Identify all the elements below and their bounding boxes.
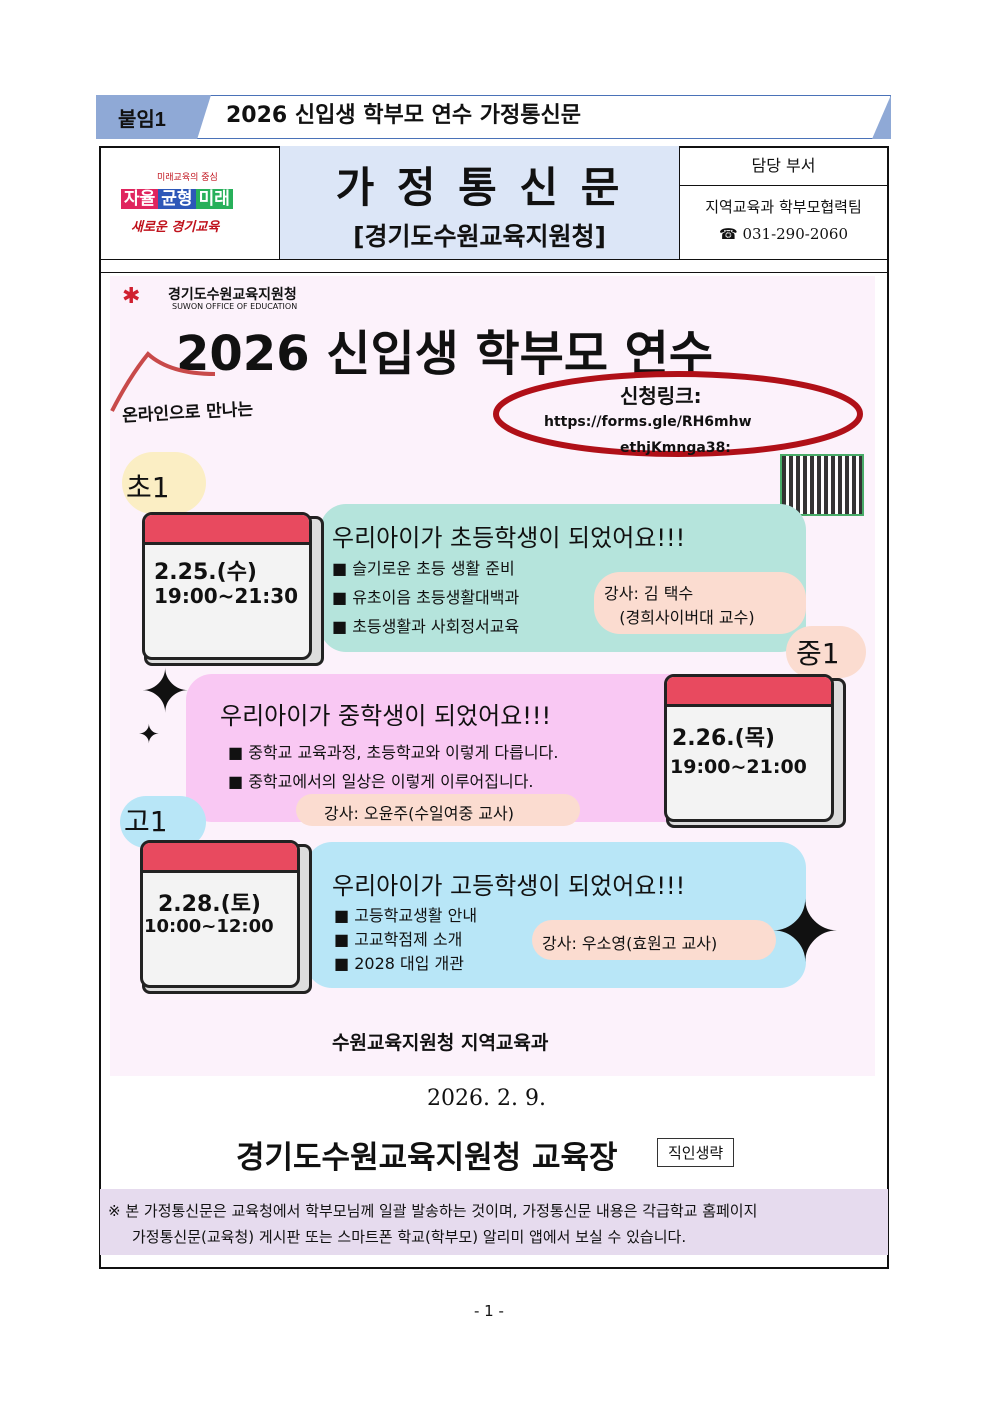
session-time: 10:00~12:00 [144,916,274,937]
attachment-tag: 붙임1 [96,95,211,139]
session-badge: 초1 [126,471,170,504]
session-time: 19:00~21:00 [670,756,807,778]
speaker: 강사: 우소영(효원고 교사) [542,934,718,953]
signer: 경기도수원교육지원청 교육장 [236,1140,618,1176]
poster-title: 2026 신입생 학부모 연수 [176,326,714,382]
logo-word: 균형 [158,189,196,209]
speaker-pill [532,920,776,960]
link-label: 신청링크: [620,384,702,408]
calendar-icon: 2.26.(목) 19:00~21:00 [632,666,846,828]
sparkle-icon: ✦ [138,720,160,750]
issue-date: 2026. 2. 9. [427,1086,546,1111]
badge-bg [120,796,206,848]
notice-line: 가정통신문(교육청) 게시판 또는 스마트폰 학교(학부모) 알리미 앱에서 보… [132,1228,687,1246]
session-items: ■ 고등학교생활 안내■ 고교학점제 소개■ 2028 대입 개관 [334,906,478,973]
org-name: 경기도수원교육지원청 [168,287,297,303]
session-badge: 중1 [796,637,840,670]
session-date: 2.26.(목) [672,726,775,751]
badge-bg [122,452,206,514]
logo-word: 자율 [121,189,159,209]
qr-code[interactable] [780,454,864,516]
poster-intro: 온라인으로 만나는 [121,399,254,427]
title-cell: 가 정 통 신 문 [경기도수원교육지원청] [280,146,680,259]
divider [99,272,889,273]
letter-title: 가 정 통 신 문 [335,163,624,212]
logo-word: 미래 [195,189,233,209]
dept-name: 지역교육과 학부모협력팀 [705,198,862,216]
session-time: 19:00~21:30 [154,584,299,608]
phone-icon: ☎ [718,225,743,243]
letter-subtitle: [경기도수원교육지원청] [353,222,606,251]
session-date: 2.25.(수) [154,560,257,585]
sparkle-icon: ✦ [770,883,841,981]
poster: ✱ 경기도수원교육지원청 SUWON OFFICE OF EDUCATION 2… [110,276,875,1076]
poster-footer: 수원교육지원청 지역교육과 [332,1032,549,1054]
link-circle [493,371,863,457]
dept-label: 담당 부서 [680,146,887,186]
session-heading: 우리아이가 초등학생이 되었어요!!! [332,524,686,552]
attachment-banner [96,95,891,139]
session-items: ■ 중학교 교육과정, 초등학교와 이렇게 다릅니다.■ 중학교에서의 일상은 … [228,743,559,791]
org-name-en: SUWON OFFICE OF EDUCATION [172,302,298,311]
speaker: 강사: 오윤주(수일여중 교사) [324,804,514,823]
calendar-icon: 2.25.(수) 19:00~21:30 [110,504,324,666]
badge-bg [786,626,866,678]
calendar-icon: 2.28.(토) 10:00~12:00 [108,832,312,994]
signup-link[interactable]: https://forms.gle/RH6mhw [544,414,752,430]
banner-title: 2026 신입생 학부모 연수 가정통신문 [226,103,581,128]
session-heading: 우리아이가 고등학생이 되었어요!!! [332,872,686,900]
logo-bottom: 새로운 경기교육 [131,220,220,235]
session-panel [306,842,806,988]
signup-link-cont[interactable]: ethjKmnga38: [620,440,731,456]
org-logo-icon: ✱ [122,284,141,309]
speaker-pill [296,794,580,826]
session-items: ■ 슬기로운 초등 생활 준비■ 유초이음 초등생활대백과■ 초등생활과 사회정… [332,559,520,636]
page-number: - 1 - [474,1302,504,1320]
red-swoosh [110,351,216,412]
speaker-pill [594,572,806,634]
session-date: 2.28.(토) [158,892,261,917]
notice: ※ 본 가정통신문은 교육청에서 학부모님께 일괄 발송하는 것이며, 가정통신… [100,1189,888,1255]
logo-top: 미래교육의 중심 [157,173,218,183]
session-heading: 우리아이가 중학생이 되었어요!!! [220,702,552,730]
sparkle-icon: ✦ [140,657,191,727]
phone-number: 031-290-2060 [742,225,849,243]
seal-omitted: 직인생략 [657,1138,735,1167]
session-badge: 고1 [124,805,168,838]
speaker: 강사: 김 택수 (경희사이버대 교수) [604,584,755,627]
department-cell: 담당 부서 지역교육과 학부모협력팀 ☎ 031-290-2060 [680,146,887,259]
notice-line: ※ 본 가정통신문은 교육청에서 학부모님께 일괄 발송하는 것이며, 가정통신… [108,1202,758,1220]
